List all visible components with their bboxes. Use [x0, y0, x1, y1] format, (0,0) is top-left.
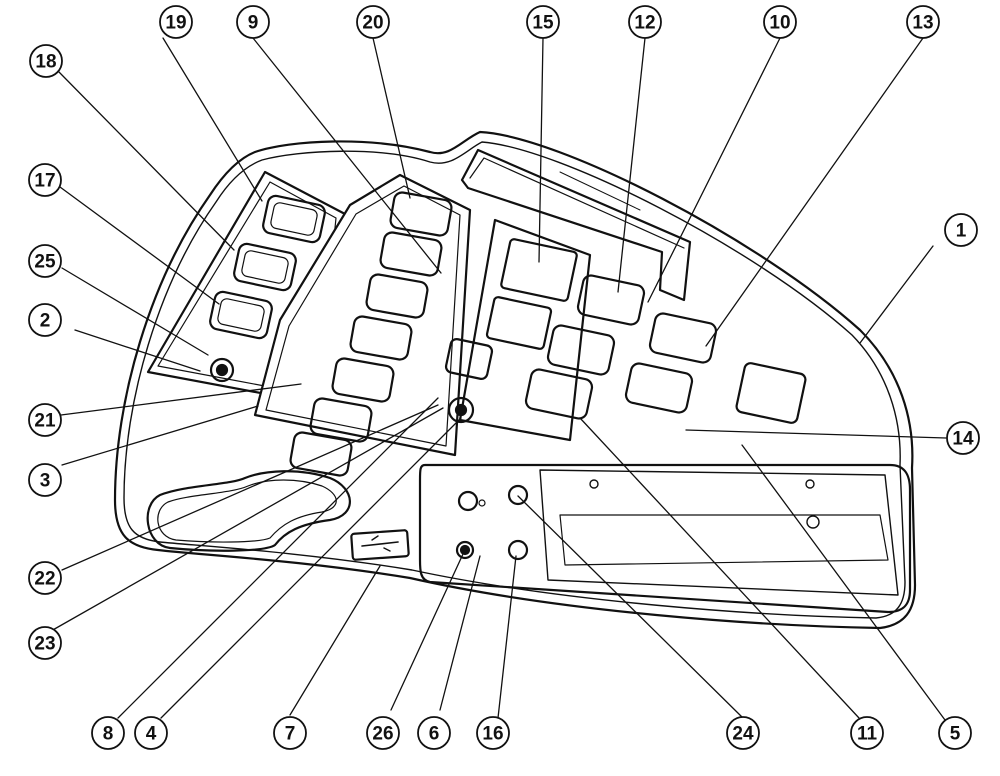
- callout-18: 18: [35, 52, 56, 73]
- callout-18-circle: [29, 44, 63, 78]
- callout-17: 17: [34, 171, 55, 192]
- handle-opening: [146, 470, 351, 552]
- callout-20-circle: [356, 5, 390, 39]
- callout-14: 14: [952, 429, 974, 450]
- callout-23-circle: [28, 626, 62, 660]
- callout-23: 23: [34, 634, 55, 655]
- callout-8-circle: [91, 716, 125, 750]
- callout-12-circle: [628, 5, 662, 39]
- callout-4: 4: [146, 724, 157, 745]
- callout-5: 5: [950, 724, 961, 745]
- callout-5-circle: [938, 716, 972, 750]
- callout-7-circle: [273, 716, 307, 750]
- callout-9-circle: [236, 5, 270, 39]
- leader-lines: [50, 37, 947, 721]
- callout-numbers: 1 2 3 4 5 6 7 8 9 10 11 12 13 14 15 16 1…: [34, 13, 974, 745]
- console-outline: [113, 130, 917, 630]
- callout-8: 8: [103, 724, 114, 745]
- storage-tray: [418, 463, 912, 614]
- callout-10: 10: [769, 13, 790, 34]
- callout-13: 13: [912, 13, 933, 34]
- callout-circles: [28, 5, 980, 750]
- callout-21: 21: [34, 411, 56, 432]
- callout-2: 2: [40, 311, 51, 332]
- callout-16: 16: [482, 724, 503, 745]
- callout-15: 15: [532, 13, 554, 34]
- callout-14-circle: [946, 421, 980, 455]
- callout-2-circle: [28, 303, 62, 337]
- callout-11: 11: [857, 724, 878, 745]
- callout-15-circle: [526, 5, 560, 39]
- callout-25: 25: [34, 252, 56, 273]
- callout-22: 22: [34, 569, 55, 590]
- callout-17-circle: [28, 163, 62, 197]
- callout-22-circle: [28, 561, 62, 595]
- rear-bracket: [460, 148, 692, 302]
- callout-1: 1: [956, 221, 967, 242]
- callout-26: 26: [372, 724, 393, 745]
- usb-badge: [350, 529, 410, 561]
- callout-3-circle: [28, 463, 62, 497]
- right-switch-panel: [444, 218, 807, 442]
- callout-3: 3: [40, 471, 51, 492]
- callout-19-circle: [159, 5, 193, 39]
- middle-switch-column: [253, 173, 472, 477]
- callout-6-circle: [417, 716, 451, 750]
- callout-13-circle: [906, 5, 940, 39]
- callout-10-circle: [763, 5, 797, 39]
- callout-11-circle: [850, 716, 884, 750]
- callout-26-circle: [366, 716, 400, 750]
- callout-24: 24: [732, 724, 754, 745]
- callout-19: 19: [165, 13, 186, 34]
- callout-24-circle: [726, 716, 760, 750]
- callout-9: 9: [248, 13, 259, 34]
- callout-20: 20: [362, 13, 383, 34]
- callout-12: 12: [634, 13, 655, 34]
- callout-16-circle: [476, 716, 510, 750]
- aux-ports: [455, 484, 529, 561]
- callout-6: 6: [429, 724, 440, 745]
- callout-25-circle: [28, 244, 62, 278]
- callout-4-circle: [134, 716, 168, 750]
- callout-7: 7: [285, 724, 296, 745]
- callout-21-circle: [28, 403, 62, 437]
- callout-1-circle: [944, 213, 978, 247]
